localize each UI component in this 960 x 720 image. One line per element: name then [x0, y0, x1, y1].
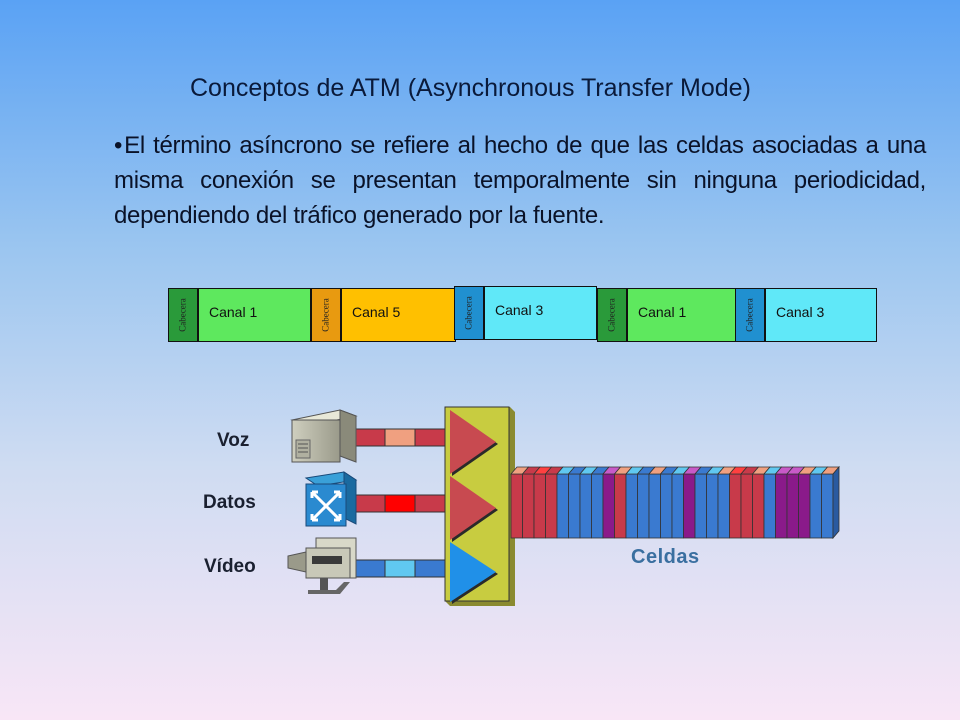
output-cell: [579, 473, 592, 539]
output-cell-top: [751, 466, 771, 475]
output-cell-top: [636, 466, 656, 475]
output-cell: [821, 473, 834, 539]
cell-payload: Canal 1: [627, 288, 737, 342]
output-cell: [648, 473, 661, 539]
source-label-voz: Voz: [217, 430, 250, 451]
output-cell-top: [510, 466, 530, 475]
cell-header: Cabecera: [597, 288, 627, 342]
output-cell-top: [774, 466, 794, 475]
output-cell-top: [682, 466, 702, 475]
output-cell: [694, 473, 707, 539]
output-cell: [614, 473, 627, 539]
video-link: [354, 559, 446, 578]
output-cell-top: [740, 466, 760, 475]
celdas-label: Celdas: [631, 546, 700, 568]
output-cell: [625, 473, 638, 539]
output-cell: [775, 473, 788, 539]
output-cell: [740, 473, 753, 539]
output-cell-top: [786, 466, 806, 475]
output-cell: [637, 473, 650, 539]
source-label-datos: Datos: [203, 492, 256, 513]
cell-header-label: Cabecera: [745, 298, 756, 332]
output-cell-top: [728, 466, 748, 475]
switch-icon: [304, 471, 358, 527]
datos-link: [354, 494, 446, 513]
output-cell-top: [671, 466, 691, 475]
output-cell-top: [521, 466, 541, 475]
bullet-text: El término asíncrono se refiere al hecho…: [114, 132, 926, 229]
cell-payload: Canal 1: [198, 288, 311, 342]
output-cell-top: [579, 466, 599, 475]
output-cell-top: [659, 466, 679, 475]
output-cell: [798, 473, 811, 539]
output-cell-top: [544, 466, 564, 475]
output-cell-top: [625, 466, 645, 475]
output-cell-top: [590, 466, 610, 475]
cell-header-label: Cabecera: [321, 298, 332, 332]
output-cell: [510, 473, 523, 539]
output-cell-top: [533, 466, 553, 475]
cell-header: Cabecera: [311, 288, 341, 342]
cell-header: Cabecera: [168, 288, 198, 342]
output-cell: [660, 473, 673, 539]
output-cell-top: [809, 466, 829, 475]
cell-header-label: Cabecera: [464, 296, 475, 330]
cell-payload: Canal 3: [484, 286, 597, 340]
output-cell-top: [648, 466, 668, 475]
output-cell: [602, 473, 615, 539]
cell-payload: Canal 5: [341, 288, 456, 342]
output-cell-top: [602, 466, 622, 475]
output-cell: [809, 473, 822, 539]
output-cell-top: [567, 466, 587, 475]
cell-header: Cabecera: [454, 286, 484, 340]
output-cell-top: [797, 466, 817, 475]
cell-payload: Canal 3: [765, 288, 877, 342]
slide-title: Conceptos de ATM (Asynchronous Transfer …: [190, 74, 751, 102]
output-cell: [729, 473, 742, 539]
output-cell: [717, 473, 730, 539]
multiplexer-icon: [444, 406, 515, 606]
bullet-paragraph: •El término asíncrono se refiere al hech…: [114, 128, 926, 233]
output-cell-top: [763, 466, 783, 475]
cell-header-label: Cabecera: [178, 298, 189, 332]
video-camera-icon: [287, 537, 357, 594]
output-cell: [683, 473, 696, 539]
output-cell-top: [694, 466, 714, 475]
output-cell: [591, 473, 604, 539]
bullet-marker: •: [114, 132, 123, 159]
output-cells: [510, 465, 840, 540]
output-cell: [763, 473, 776, 539]
output-cell: [752, 473, 765, 539]
output-cell-top: [820, 466, 840, 475]
output-cell: [545, 473, 558, 539]
cell-header-label: Cabecera: [607, 298, 618, 332]
output-cell-top: [613, 466, 633, 475]
output-cell-side: [832, 465, 840, 540]
voz-link: [354, 428, 446, 447]
output-cell: [556, 473, 569, 539]
cell-header: Cabecera: [735, 288, 765, 342]
source-label-video: Vídeo: [204, 556, 256, 577]
output-cell-top: [556, 466, 576, 475]
output-cell-top: [705, 466, 725, 475]
output-cell: [522, 473, 535, 539]
output-cell-top: [717, 466, 737, 475]
output-cell: [786, 473, 799, 539]
telephone-icon: [290, 409, 358, 463]
output-cell: [706, 473, 719, 539]
output-cell: [533, 473, 546, 539]
output-cell: [671, 473, 684, 539]
output-cell: [568, 473, 581, 539]
